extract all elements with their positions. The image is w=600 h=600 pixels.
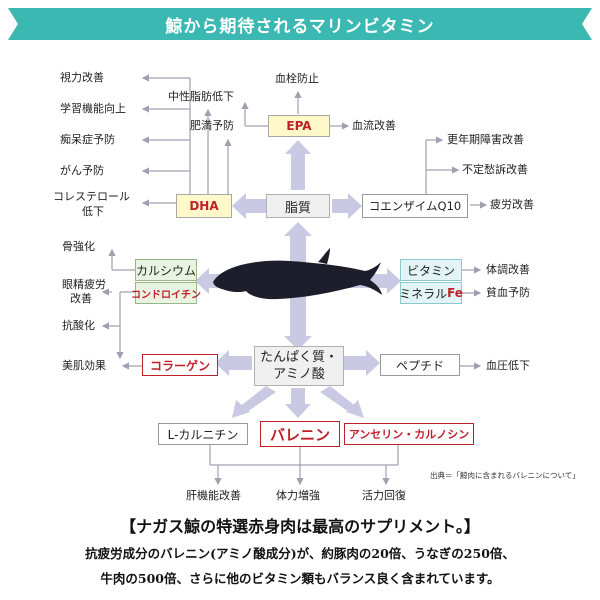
effect-fatigue: 疲労改善 — [490, 198, 534, 211]
page-title: 鯨から期待されるマリンビタミン — [165, 16, 435, 37]
effect-eye-2: 改善 — [70, 292, 92, 305]
effect-menopause: 更年期障害改善 — [447, 133, 524, 146]
bottom-line-1: 抗疲労成分のバレニン(アミノ酸成分)が、約豚肉の20倍、うなぎの250倍、 — [85, 546, 515, 561]
node-protein-line1: たんぱく質・ — [259, 350, 338, 365]
source-note: 出典＝「鯨肉に含まれるバレニンについて」 — [430, 471, 580, 480]
effect-vitality: 活力回復 — [362, 489, 406, 502]
node-protein-line2: アミノ酸 — [273, 367, 325, 382]
effect-stamina: 体力増強 — [276, 489, 320, 502]
effect-cholesterol: コレステロール — [53, 190, 130, 203]
node-vitamin: ビタミン — [400, 259, 462, 281]
effect-cholesterol-2: 低下 — [82, 205, 104, 218]
effect-obesity: 肥満予防 — [190, 119, 234, 132]
node-chondroitin: コンドロイチン — [131, 282, 201, 304]
node-q10: コエンザイムQ10 — [362, 194, 468, 218]
effect-bloodflow: 血流改善 — [352, 119, 396, 132]
node-balenine: バレニン — [260, 421, 340, 447]
node-collagen: コラーゲン — [142, 354, 218, 376]
effect-thrombus: 血栓防止 — [275, 72, 319, 85]
node-anserine: アンセリン・カルノシン — [344, 423, 474, 445]
effect-antioxidant: 抗酸化 — [62, 319, 95, 332]
bottom-line-2: 牛肉の500倍、さらに他のビタミン類もバランス良く含まれています。 — [100, 571, 500, 586]
effect-liver: 肝機能改善 — [186, 489, 241, 502]
effect-anemia: 貧血予防 — [486, 286, 530, 299]
effect-bloodpressure: 血圧低下 — [486, 359, 530, 372]
effect-eye: 眼精疲労 — [62, 278, 106, 291]
effect-complaint: 不定愁訴改善 — [462, 163, 528, 176]
effect-cancer: がん予防 — [60, 164, 104, 177]
node-mineral-fe: Fe — [447, 286, 463, 300]
node-mineral-label: ミネラル — [399, 286, 448, 301]
node-epa: EPA — [268, 115, 330, 137]
bottom-title: 【ナガス鯨の特選赤身肉は最高のサプリメント。】 — [120, 517, 480, 536]
whale-icon — [213, 248, 382, 300]
effect-bone: 骨強化 — [62, 240, 95, 253]
node-calcium: カルシウム — [135, 259, 197, 281]
effect-condition: 体調改善 — [486, 263, 530, 276]
effect-skin: 美肌効果 — [62, 359, 106, 372]
effect-learning: 学習機能向上 — [60, 102, 126, 115]
node-carnitine: L-カルニチン — [158, 423, 248, 445]
node-peptide: ペプチド — [380, 354, 460, 376]
effect-dementia: 痴呆症予防 — [60, 133, 115, 146]
node-dha: DHA — [176, 194, 232, 218]
node-lipid: 脂質 — [266, 194, 330, 218]
node-protein: たんぱく質・ アミノ酸 — [254, 346, 344, 386]
title-banner: 鯨から期待されるマリンビタミン — [8, 8, 592, 40]
thin-lines — [101, 74, 488, 486]
effect-triglyceride: 中性脂肪低下 — [168, 90, 234, 103]
effect-vision: 視力改善 — [60, 71, 104, 84]
